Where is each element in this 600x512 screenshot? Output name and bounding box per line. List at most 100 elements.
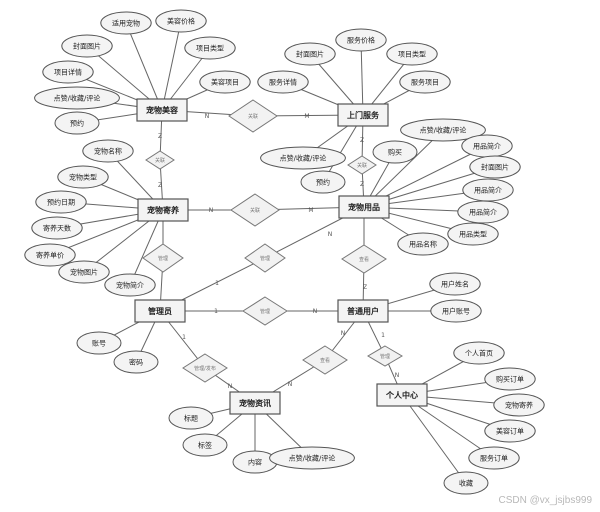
entity-e8: 宠物资讯	[229, 391, 281, 415]
attribute-e4: 用品类型	[447, 222, 499, 246]
attribute-e5: 密码	[113, 350, 159, 374]
cardinality-label: N	[395, 372, 400, 379]
cardinality-label: N	[209, 207, 214, 214]
relationship-label: 关联	[248, 113, 258, 120]
entity-box	[337, 299, 389, 323]
attribute-ellipse	[468, 446, 520, 470]
attribute-e6: 用户账号	[430, 299, 482, 323]
attribute-label: 点赞/收藏/评论	[420, 126, 467, 135]
attribute-label: 封面图片	[73, 42, 101, 51]
entity-e7: 个人中心	[376, 383, 428, 407]
attribute-label: 预约日期	[47, 198, 75, 207]
attribute-label: 用品简介	[473, 142, 501, 151]
cardinality-label: Z	[158, 133, 162, 140]
attribute-ellipse	[35, 190, 87, 214]
attribute-label: 用品名称	[409, 240, 437, 249]
attribute-label: 宠物名称	[94, 147, 122, 156]
entity-label: 宠物寄养	[147, 205, 179, 215]
attribute-ellipse	[493, 393, 545, 417]
attribute-label: 密码	[129, 358, 143, 367]
attribute-ellipse	[257, 70, 309, 94]
relationship-label: 关联	[155, 157, 165, 164]
attribute-ellipse	[104, 273, 156, 297]
cardinality-label: N	[328, 231, 333, 238]
attribute-label: 宠物寄养	[505, 401, 533, 410]
cardinality-label: 1	[214, 308, 218, 315]
attribute-label: 封面图片	[296, 50, 324, 59]
attribute-ellipse	[372, 140, 418, 164]
attribute-label: 寄养天数	[43, 224, 71, 233]
attribute-label: 适用宠物	[112, 19, 140, 28]
attribute-e7: 收藏	[443, 471, 489, 495]
attribute-e7: 服务订单	[468, 446, 520, 470]
attribute-connector	[125, 22, 163, 111]
attribute-e4: 用品名称	[397, 232, 449, 256]
attribute-e7: 个人首页	[453, 341, 505, 365]
attribute-connector	[161, 20, 182, 111]
attribute-ellipse	[453, 341, 505, 365]
relationship-diamond	[347, 155, 377, 175]
attribute-label: 美容项目	[211, 78, 239, 87]
cardinality-label: M	[304, 113, 309, 120]
attribute-ellipse	[400, 118, 486, 142]
relationship-label: 关联	[357, 162, 367, 169]
entity-label: 上门服务	[347, 110, 380, 120]
relationship-label: 查看	[359, 256, 369, 263]
cardinality-label: N	[313, 308, 318, 315]
entity-e1: 宠物美容	[136, 98, 188, 122]
attribute-label: 服务价格	[347, 36, 375, 45]
attribute-ellipse	[284, 42, 336, 66]
attribute-e1: 美容价格	[155, 9, 207, 33]
entity-box	[229, 391, 281, 415]
attribute-label: 宠物类型	[69, 173, 97, 182]
attribute-ellipse	[399, 70, 451, 94]
cardinality-label: 1	[215, 280, 219, 287]
attribute-e2: 预约	[300, 170, 346, 194]
attribute-ellipse	[484, 367, 536, 391]
entity-box	[338, 195, 390, 219]
attribute-ellipse	[76, 331, 122, 355]
attribute-e7: 宠物寄养	[493, 393, 545, 417]
entity-label: 宠物资讯	[239, 398, 271, 408]
attribute-label: 收藏	[459, 479, 473, 488]
relationship-diamond	[228, 99, 278, 133]
entity-box	[337, 103, 389, 127]
attribute-e3: 宠物类型	[57, 165, 109, 189]
cardinality-label: N	[228, 383, 233, 390]
attribute-e2: 项目类型	[386, 42, 438, 66]
entity-e5: 管理员	[134, 299, 186, 323]
attribute-e1: 封面图片	[61, 34, 113, 58]
attribute-ellipse	[168, 406, 214, 430]
attribute-e1: 项目详情	[42, 60, 94, 84]
attribute-e1: 预约	[54, 111, 100, 135]
attribute-connector	[401, 394, 467, 484]
attribute-label: 用户账号	[442, 307, 470, 316]
attribute-e2: 服务项目	[399, 70, 451, 94]
relationship-label: 管理/发布	[194, 365, 216, 372]
attribute-ellipse	[82, 139, 134, 163]
attribute-label: 用品简介	[469, 208, 497, 217]
attribute-e3: 寄养天数	[31, 216, 83, 240]
cardinality-label: N	[341, 330, 346, 337]
relationship-diamond	[244, 243, 286, 273]
attribute-e4: 用品简介	[457, 200, 509, 224]
attribute-label: 预约	[70, 119, 84, 128]
entity-label: 宠物用品	[348, 202, 380, 212]
attribute-ellipse	[397, 232, 449, 256]
attribute-ellipse	[386, 42, 438, 66]
attribute-ellipse	[34, 86, 120, 110]
attribute-ellipse	[269, 446, 355, 470]
relationship-label: 查看	[320, 357, 330, 364]
attribute-ellipse	[443, 471, 489, 495]
attribute-label: 点赞/收藏/评论	[54, 94, 101, 103]
attribute-e8: 标签	[182, 433, 228, 457]
entity-e4: 宠物用品	[338, 195, 390, 219]
